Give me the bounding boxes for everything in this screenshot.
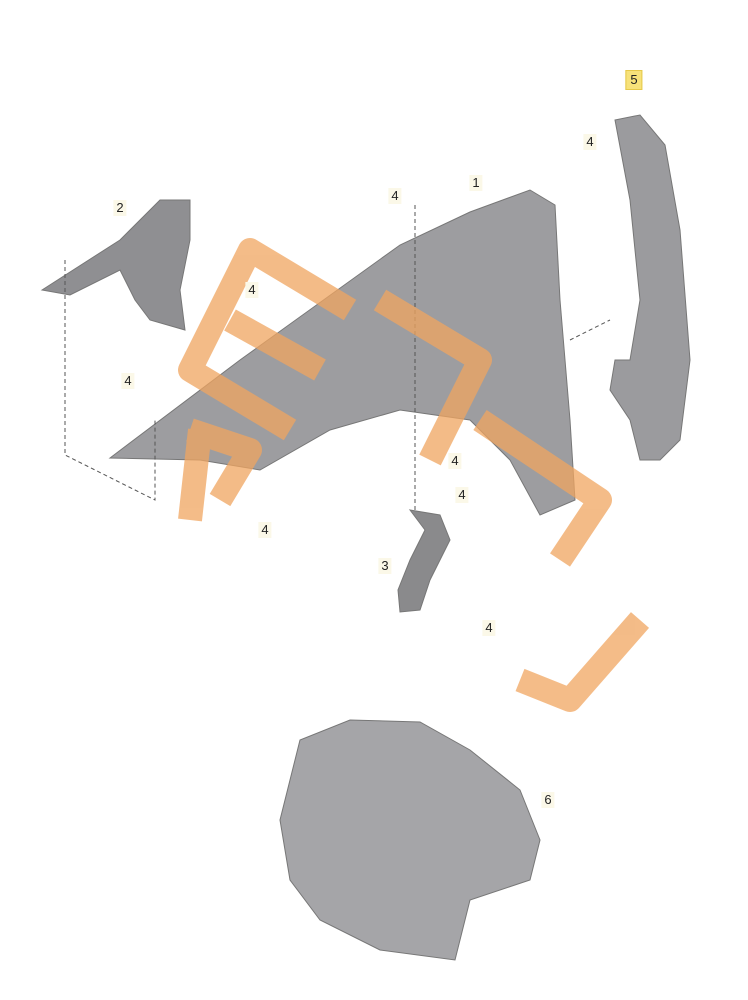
part-3-bracket <box>397 509 451 613</box>
watermark-logo <box>178 238 650 712</box>
callout-4[interactable]: 4 <box>455 487 469 503</box>
part-6-wheel-liner <box>279 719 541 961</box>
callout-5[interactable]: 5 <box>625 70 643 90</box>
callout-4[interactable]: 4 <box>388 188 402 204</box>
callout-3[interactable]: 3 <box>378 558 392 574</box>
callout-4[interactable]: 4 <box>583 134 597 150</box>
callout-4[interactable]: 4 <box>448 453 462 469</box>
callout-4[interactable]: 4 <box>245 282 259 298</box>
callout-2[interactable]: 2 <box>113 200 127 216</box>
callout-4[interactable]: 4 <box>482 620 496 636</box>
part-2-bracket <box>40 199 191 331</box>
callout-6[interactable]: 6 <box>541 792 555 808</box>
callout-4[interactable]: 4 <box>121 373 135 389</box>
callout-4[interactable]: 4 <box>258 522 272 538</box>
part-5-seal <box>609 114 691 461</box>
callout-1[interactable]: 1 <box>469 175 483 191</box>
